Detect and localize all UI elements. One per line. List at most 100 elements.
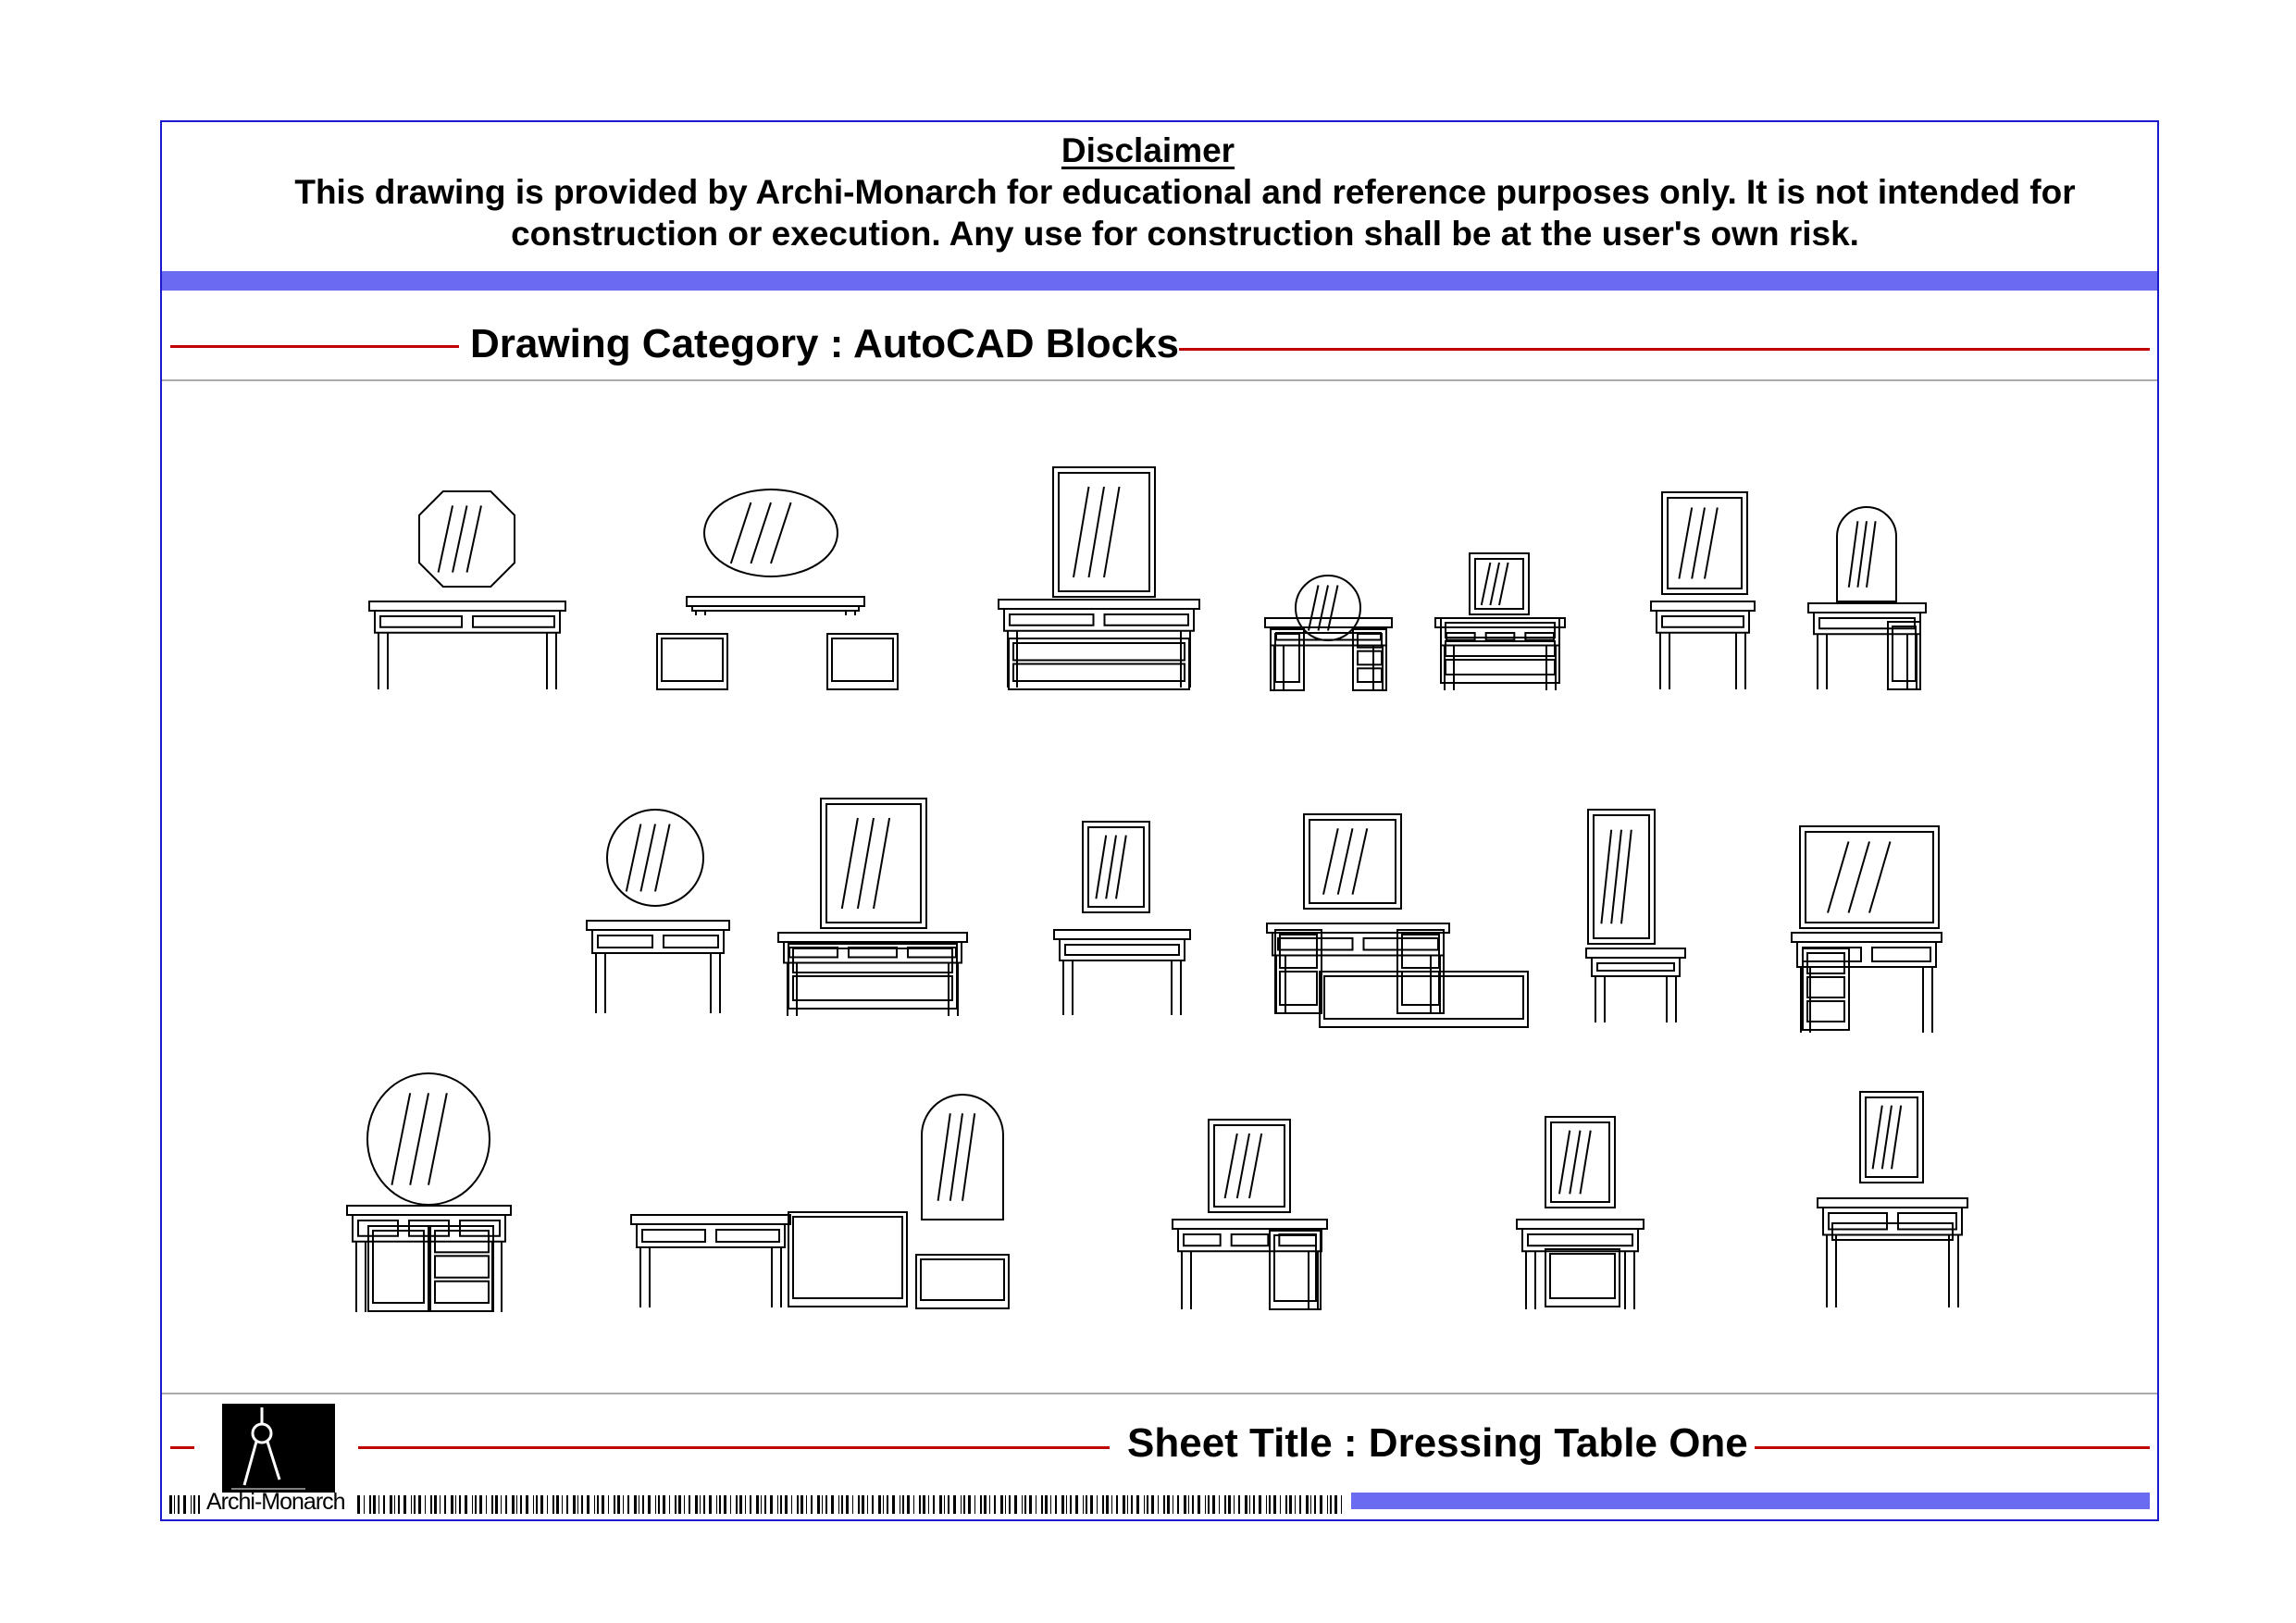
- table-top: [368, 601, 566, 612]
- mirror-glare: [1095, 835, 1108, 899]
- drawer: [1549, 1253, 1616, 1299]
- dressing-table-11: [1053, 821, 1191, 1015]
- sheet-title: Sheet Title : Dressing Table One: [1127, 1420, 1748, 1466]
- mirror-glare: [729, 502, 752, 564]
- cabinet: [367, 1225, 429, 1312]
- mirror-glare: [639, 824, 656, 892]
- compass-icon: [231, 1407, 305, 1490]
- logo: [222, 1404, 335, 1493]
- mirror-glare: [428, 1093, 448, 1185]
- mirror-outline: [703, 489, 838, 577]
- drawer: [1012, 642, 1185, 662]
- dressing-table-16: [1172, 1119, 1328, 1310]
- mirror-glare: [1691, 507, 1706, 579]
- drawer: [1802, 947, 1862, 962]
- mirror-glare: [1498, 562, 1509, 606]
- mirror-outline: [1661, 491, 1748, 595]
- drawer: [472, 615, 555, 628]
- drawer: [1323, 975, 1524, 1020]
- drawer: [792, 948, 953, 973]
- mirror-glare: [1866, 521, 1877, 588]
- cabinet: [1352, 628, 1387, 691]
- dressing-table-5: [1434, 552, 1566, 690]
- mirror-glare: [452, 505, 468, 573]
- drawer: [1277, 937, 1354, 951]
- barcode-strip: [357, 1495, 1342, 1514]
- title-rule-mid: [358, 1446, 1110, 1449]
- drawer: [434, 1255, 490, 1279]
- table-top: [1791, 932, 1942, 943]
- table-top: [1817, 1197, 1968, 1208]
- mirror-glare: [1235, 1133, 1250, 1199]
- apron: [1003, 608, 1195, 632]
- cabinet: [1545, 1248, 1620, 1307]
- cabinet: [1831, 1222, 1954, 1241]
- table-top: [1585, 948, 1686, 959]
- mirror-glare: [391, 1093, 412, 1185]
- cabinet: [1440, 617, 1560, 684]
- category-rule-right: [1179, 348, 2150, 351]
- mirror-glare: [750, 502, 772, 564]
- mirror-outline: [418, 490, 515, 588]
- apron: [1521, 1228, 1639, 1253]
- table-top: [1172, 1219, 1328, 1230]
- mirror-outline: [1469, 552, 1530, 615]
- mirror-glare: [1569, 1130, 1582, 1195]
- barcode-left: [169, 1495, 200, 1514]
- mirror-glare: [1871, 1105, 1883, 1170]
- dressing-table-13: [1791, 825, 1942, 1033]
- mirror-glare: [1336, 828, 1354, 895]
- table-top: [777, 932, 968, 943]
- drawer: [1661, 615, 1744, 628]
- mirror-outline: [1208, 1119, 1291, 1213]
- drawer: [792, 975, 953, 1001]
- drawer: [1897, 1212, 1957, 1231]
- mirror-glare: [1847, 521, 1859, 588]
- mirror-glare: [1317, 585, 1329, 631]
- apron: [374, 610, 561, 634]
- cabinet: [1269, 1230, 1322, 1310]
- mirror-glare: [1868, 841, 1892, 913]
- mirror-outline: [1799, 825, 1940, 929]
- apron: [1272, 932, 1445, 957]
- header-band: [162, 271, 2157, 291]
- drawer: [715, 1229, 780, 1243]
- cabinet: [788, 1211, 908, 1307]
- dressing-table-3: [998, 466, 1200, 690]
- drawing-category: Drawing Category : AutoCAD Blocks: [470, 321, 1180, 366]
- mirror-glare: [1308, 585, 1320, 631]
- mirror-glare: [465, 505, 482, 573]
- mirror-glare: [1073, 486, 1090, 578]
- table-top: [1807, 602, 1927, 613]
- drawer: [1446, 632, 1476, 641]
- mirror-glare: [1248, 1133, 1263, 1199]
- drawer: [1818, 617, 1916, 630]
- dressing-table-10: [777, 798, 968, 1016]
- table-top: [1053, 929, 1191, 940]
- drawer: [1183, 1233, 1222, 1247]
- dressing-table-7: [1807, 506, 1927, 690]
- drawer: [661, 638, 724, 682]
- drawer: [1401, 934, 1440, 969]
- cabinet: [915, 1254, 1010, 1309]
- drawer: [1357, 650, 1383, 666]
- drawer: [1445, 640, 1556, 657]
- cabinet: [1270, 628, 1305, 691]
- drawer: [1357, 667, 1383, 683]
- cabinet: [1887, 621, 1921, 690]
- drawer: [434, 1280, 490, 1304]
- apron: [636, 1223, 786, 1248]
- mirror-glare: [1105, 835, 1117, 899]
- mirror-glare: [1620, 829, 1632, 924]
- mirror-glare: [1322, 828, 1339, 895]
- apron: [1656, 610, 1750, 634]
- drawer: [372, 1230, 425, 1304]
- mirror-glare: [625, 824, 642, 892]
- apron: [1177, 1228, 1322, 1253]
- mirror-glare: [770, 502, 792, 564]
- drawer: [1274, 633, 1300, 683]
- mirror-outline: [1082, 821, 1150, 913]
- dressing-table-14: [346, 1072, 512, 1312]
- mirror-outline: [1587, 809, 1656, 945]
